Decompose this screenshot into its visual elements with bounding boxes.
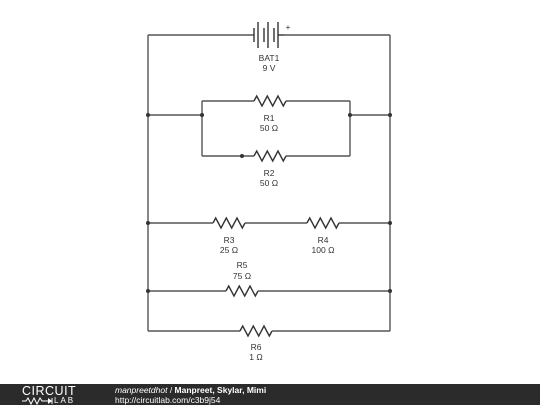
circuit-title: Manpreet, Skylar, Mimi [174, 385, 267, 395]
circuit-url-link[interactable]: http://circuitlab.com/c3b9j54 [115, 395, 221, 405]
credit-separator: / [167, 385, 175, 395]
logo-wave-icon [22, 396, 53, 405]
resistor-r3[interactable] [212, 216, 246, 230]
r3-name-label: R3 [224, 235, 235, 245]
junction-node [146, 289, 150, 293]
resistor-r2[interactable] [253, 149, 287, 163]
r2-value-label: 50 Ω [260, 178, 278, 188]
r6-value-label: 1 Ω [249, 352, 262, 362]
r1-value-label: 50 Ω [260, 123, 278, 133]
logo-text-top: CIRCUIT [22, 384, 77, 398]
circuit-schematic: + BAT1 9 V R1 50 Ω R2 50 Ω R3 25 Ω R4 10… [146, 22, 392, 362]
r5-value-label: 75 Ω [233, 271, 251, 281]
r4-value-label: 100 Ω [312, 245, 335, 255]
resistor-r4[interactable] [306, 216, 340, 230]
resistor-r6[interactable] [239, 324, 273, 338]
battery-bat1[interactable] [253, 22, 284, 48]
junction-node [200, 113, 204, 117]
footer-bar: CIRCUIT LAB manpreetdhot / Manpreet, Sky… [0, 384, 540, 405]
bat1-name-label: BAT1 [259, 53, 280, 63]
credit-line: manpreetdhot / Manpreet, Skylar, Mimi [115, 385, 266, 395]
author-username[interactable]: manpreetdhot [115, 385, 168, 395]
junction-node [240, 154, 244, 158]
junction-node [146, 221, 150, 225]
resistor-r5[interactable] [225, 284, 259, 298]
junction-node [348, 113, 352, 117]
junction-node [388, 221, 392, 225]
battery-plus-sign: + [286, 22, 291, 32]
r1-name-label: R1 [264, 113, 275, 123]
r2-name-label: R2 [264, 168, 275, 178]
junction-node [388, 289, 392, 293]
bat1-value-label: 9 V [263, 63, 276, 73]
circuitlab-logo[interactable]: CIRCUIT LAB [22, 385, 102, 405]
r6-name-label: R6 [251, 342, 262, 352]
logo-text-bottom: LAB [54, 396, 76, 405]
r5-name-label: R5 [237, 260, 248, 270]
junction-node [146, 113, 150, 117]
r3-value-label: 25 Ω [220, 245, 238, 255]
r4-name-label: R4 [318, 235, 329, 245]
junction-node [388, 113, 392, 117]
resistor-r1[interactable] [253, 94, 287, 108]
